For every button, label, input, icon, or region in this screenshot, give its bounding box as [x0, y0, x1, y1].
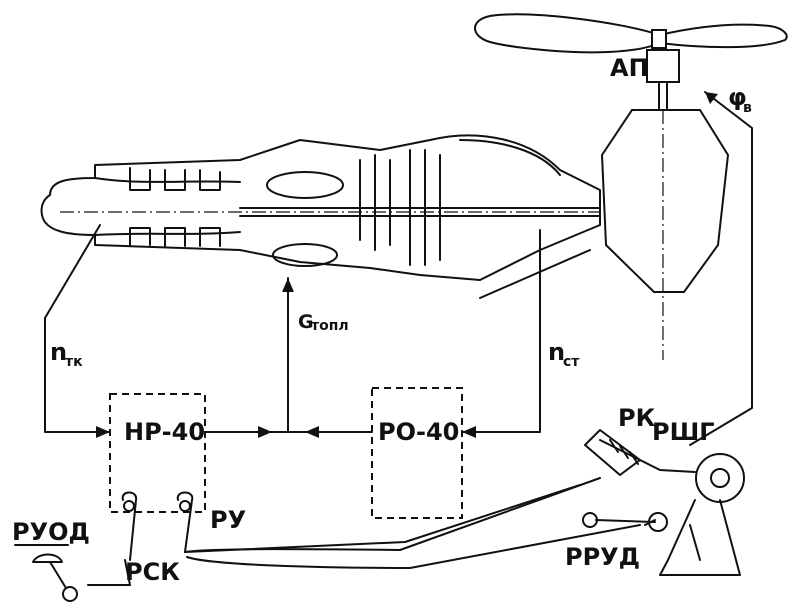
nr40-box: [109, 393, 206, 513]
nr40-label: НР-40: [124, 418, 205, 446]
n-st-label: n: [548, 338, 565, 366]
n-tk-label: n: [50, 338, 67, 366]
rotor-shaft: [658, 81, 668, 111]
n-tk-subscript: тк: [65, 354, 83, 370]
ap-unit: [646, 49, 680, 83]
control-cables: [184, 477, 641, 569]
n-st-subscript: ст: [563, 354, 580, 370]
rsk-lever: [87, 491, 138, 586]
signal-lines: [44, 91, 753, 446]
rotor-hub: [651, 29, 667, 49]
rk-label: РК: [618, 404, 656, 432]
collective-pitch-assembly: [582, 429, 745, 576]
rotor-blades: [474, 13, 788, 54]
ro40-label: РО-40: [378, 418, 459, 446]
ro40-box: [371, 387, 463, 519]
rshg-label: РШГ: [652, 418, 715, 446]
g-fuel-subscript: топл: [311, 318, 349, 334]
phi-subscript: в: [743, 100, 752, 116]
phi-label: φ: [728, 83, 747, 111]
signal-arrowheads: [96, 92, 718, 438]
main-gearbox: [600, 109, 730, 293]
g-fuel-label: G: [298, 311, 314, 333]
ruod-label: РУОД: [12, 518, 90, 546]
turboshaft-engine: [40, 134, 601, 299]
ru-label: РУ: [210, 506, 246, 534]
rrud-label: РРУД: [565, 543, 640, 571]
rsk-label: РСК: [125, 558, 180, 586]
ap-label: АП: [610, 54, 649, 82]
ruod-lever: [14, 544, 78, 602]
ru-lever: [176, 491, 194, 553]
